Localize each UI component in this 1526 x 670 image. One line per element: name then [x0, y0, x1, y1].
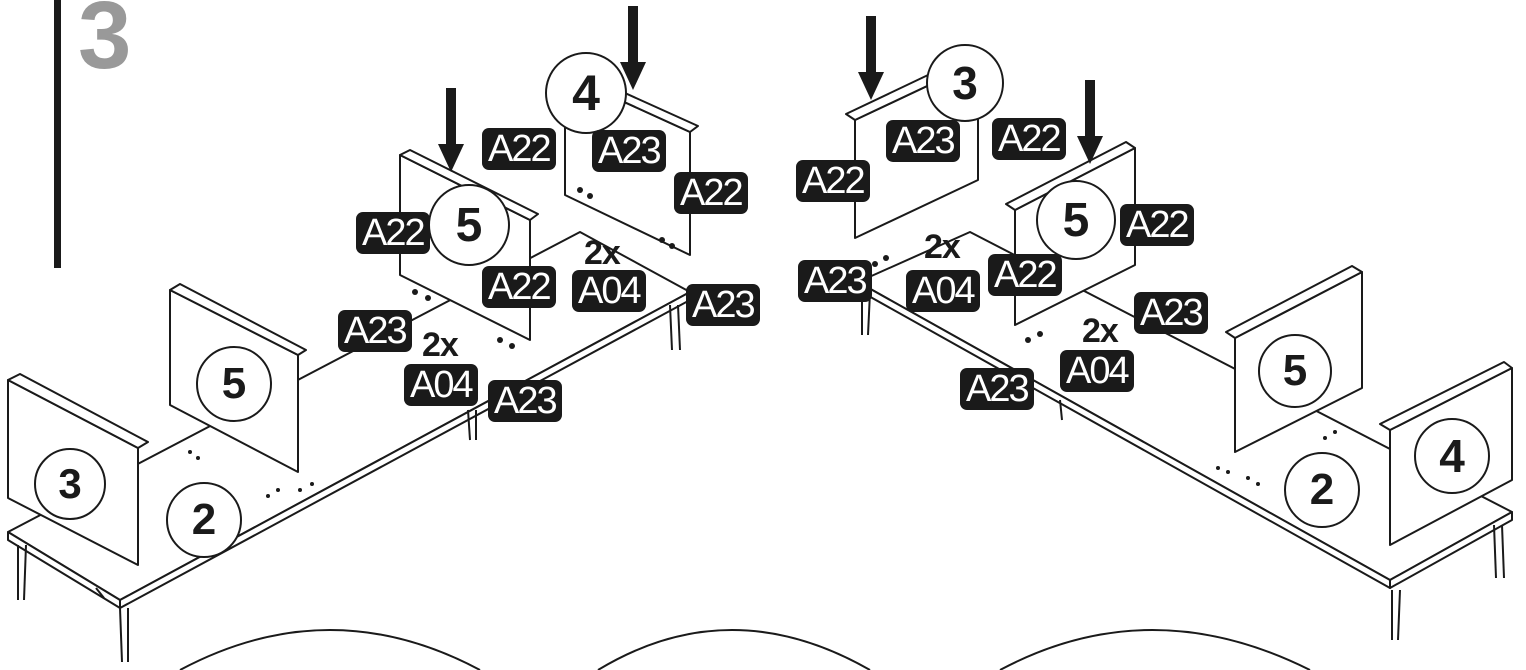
left-label-a23-bottom: A23	[488, 380, 562, 422]
right-label-a22-right: A22	[1120, 204, 1194, 246]
left-panel-2-number: 2	[166, 482, 242, 558]
left-qty-lower: 2x	[422, 326, 459, 364]
right-panel-2-number: 2	[1284, 452, 1360, 528]
right-label-a23-bottom: A23	[960, 368, 1034, 410]
left-part-a04-upper: A04	[572, 270, 646, 312]
right-panel-5-number: 5	[1258, 334, 1332, 408]
right-arrows	[858, 16, 1103, 164]
left-label-a23-far: A23	[686, 284, 760, 326]
left-label-a22-top: A22	[482, 128, 556, 170]
step-divider-bar	[54, 0, 61, 268]
left-arrows	[438, 6, 646, 172]
right-qty-lower: 2x	[1082, 312, 1119, 350]
right-label-a22-left: A22	[796, 160, 870, 202]
left-dowel-marks	[188, 187, 675, 498]
right-label-a23-left: A23	[798, 260, 872, 302]
right-part-a04-lower: A04	[1060, 350, 1134, 392]
right-label-a23-top: A23	[886, 120, 960, 162]
left-upper-panel-5-number: 5	[428, 184, 510, 266]
left-label-a22-right: A22	[674, 172, 748, 214]
right-upper-panel-5-number: 5	[1036, 180, 1116, 260]
right-panel-4-number: 4	[1414, 418, 1490, 494]
left-part-a04-lower: A04	[404, 364, 478, 406]
left-upper-panel-4-number: 4	[545, 52, 627, 134]
right-label-a22-top: A22	[992, 118, 1066, 160]
detail-callout-circles	[179, 629, 1311, 670]
right-upper-panel-3-number: 3	[926, 44, 1004, 122]
left-panel-3-number: 3	[34, 448, 106, 520]
right-label-a23-right: A23	[1134, 292, 1208, 334]
right-part-a04-upper: A04	[906, 270, 980, 312]
left-label-a23-low: A23	[338, 310, 412, 352]
right-dowel-marks	[872, 255, 1337, 486]
left-qty-upper: 2x	[584, 234, 621, 272]
left-label-a22-mid: A22	[482, 266, 556, 308]
left-label-a23-top: A23	[592, 130, 666, 172]
step-number: 3	[78, 0, 132, 89]
right-qty-upper: 2x	[924, 228, 961, 266]
left-panel-5-number: 5	[196, 346, 272, 422]
right-label-a22-mid: A22	[988, 254, 1062, 296]
left-label-a22-side: A22	[356, 212, 430, 254]
